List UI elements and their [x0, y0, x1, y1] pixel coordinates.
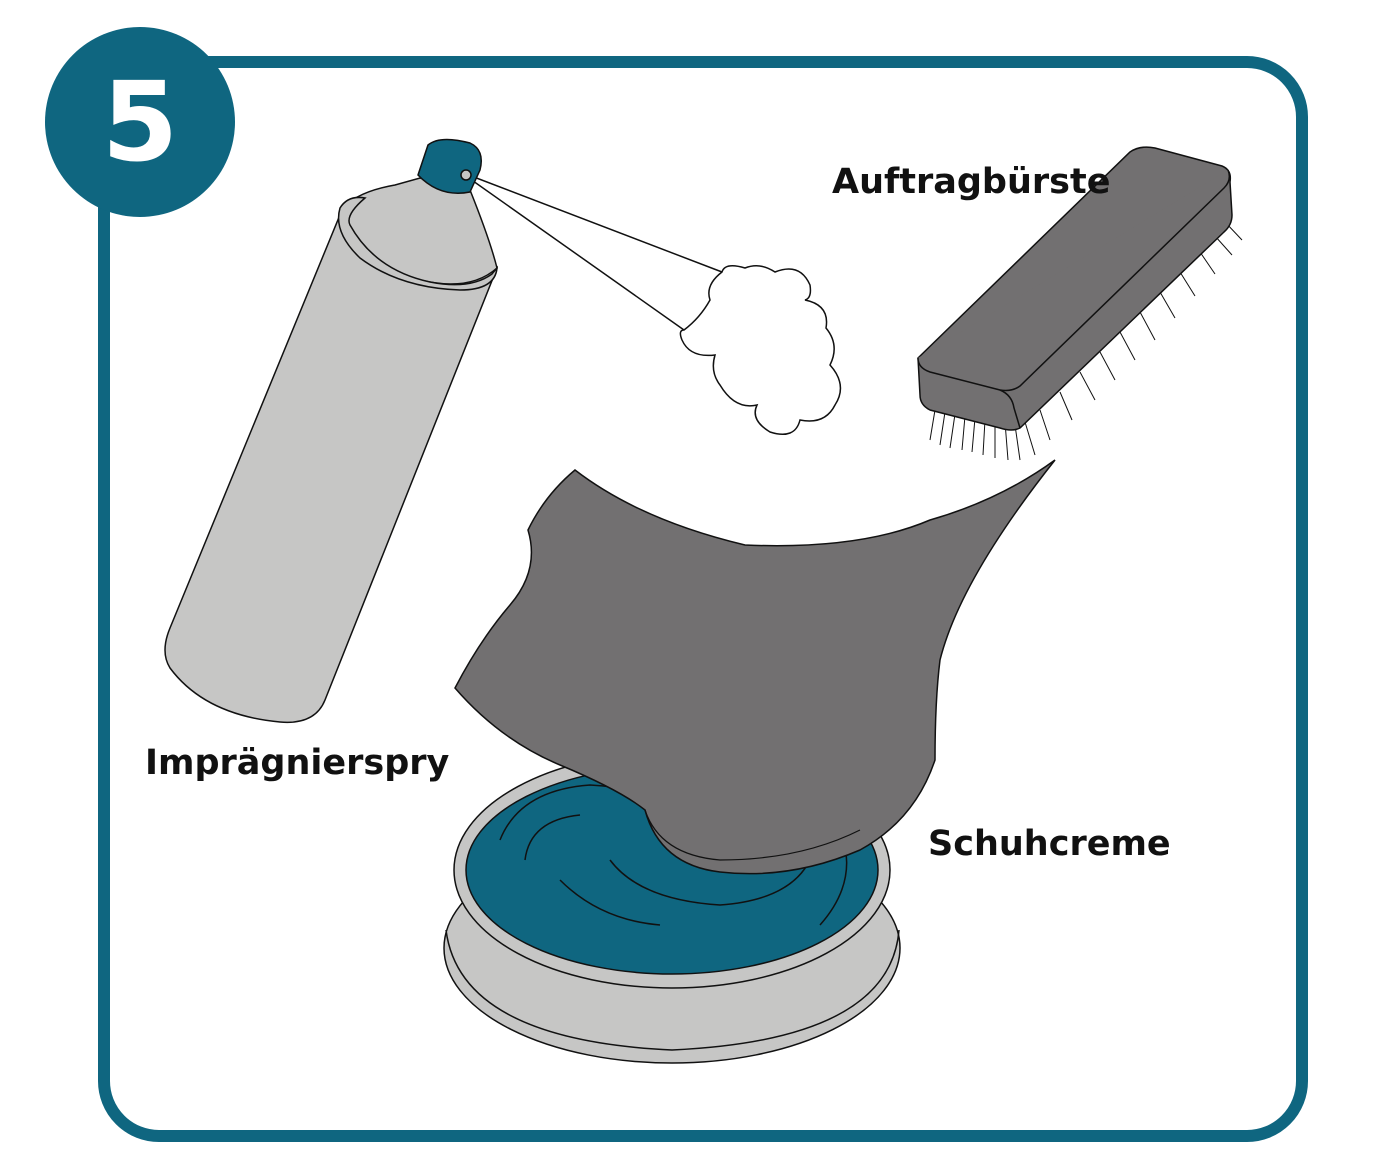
spray-cloud	[679, 265, 842, 435]
brush-bristles	[929, 221, 1243, 461]
step-frame	[98, 56, 1308, 1142]
step-badge	[45, 27, 235, 217]
cloth	[454, 459, 1056, 875]
label-brush: Auftragbürste	[832, 162, 1111, 202]
label-spray: Imprägnierspry	[145, 743, 450, 783]
spray-can	[164, 138, 498, 724]
spray-stream	[465, 173, 723, 331]
label-polish: Schuhcreme	[928, 824, 1171, 864]
step-number: 5	[101, 58, 179, 186]
brush	[917, 146, 1243, 461]
